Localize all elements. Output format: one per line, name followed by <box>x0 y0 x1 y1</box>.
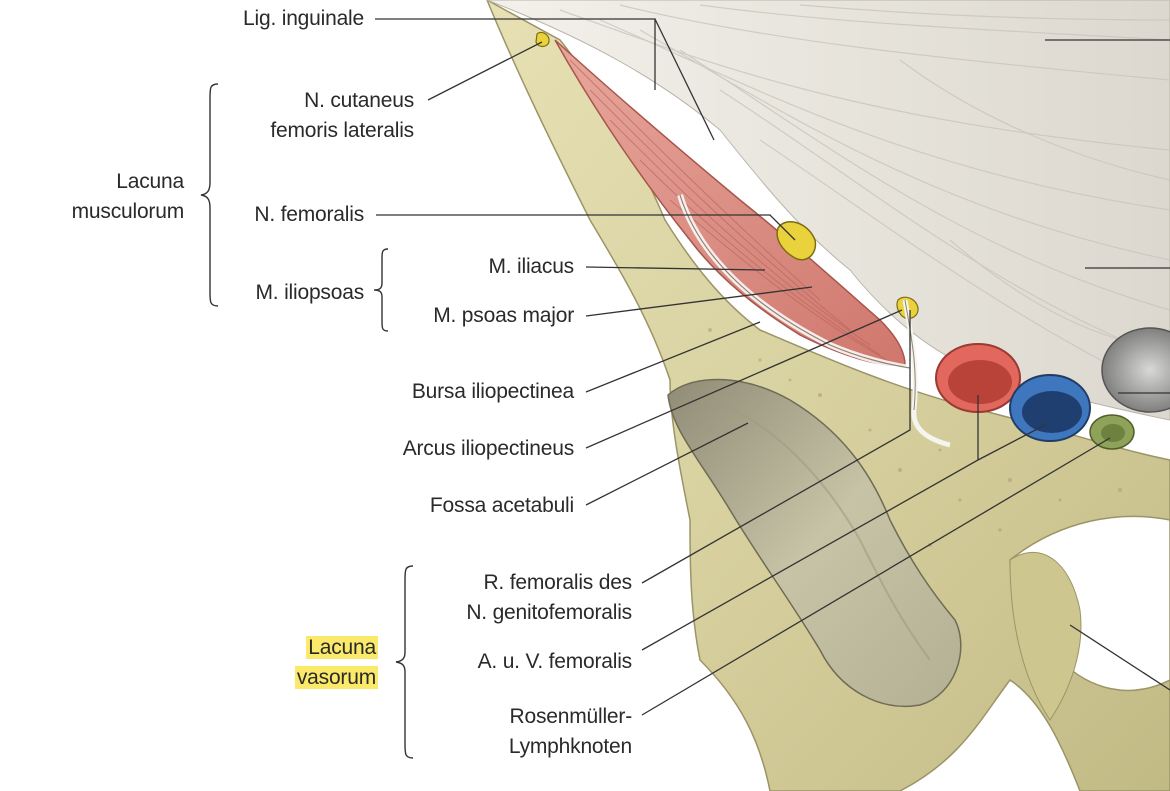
label-lacuna-musculorum-line2: musculorum <box>71 200 185 223</box>
label-lacuna-vasorum-line1: Lacuna <box>306 633 378 663</box>
brace-lacuna-vasorum <box>395 565 414 759</box>
label-m-iliopsoas: M. iliopsoas <box>255 281 365 304</box>
label-arcus-iliopectineus: Arcus iliopectineus <box>402 437 574 460</box>
label-m-iliacus: M. iliacus <box>488 255 574 278</box>
label-a-v-femoralis: A. u. V. femoralis <box>477 650 633 673</box>
label-rosenmueller-line1: Rosenmüller- <box>509 705 633 728</box>
brace-m-iliopsoas <box>373 248 389 332</box>
ligament-sheet <box>486 0 1170 421</box>
label-m-psoas-major: M. psoas major <box>433 304 574 327</box>
label-lig-inguinale: Lig. inguinale <box>243 7 364 30</box>
leader-lines <box>375 18 1170 716</box>
label-n-cutaneus-line1: N. cutaneus <box>304 89 414 112</box>
iliopsoas-muscle <box>554 39 911 371</box>
rosenmueller-lymph-node <box>1089 414 1135 450</box>
label-rosenmueller-line2: Lymphknoten <box>508 735 632 758</box>
pelvic-bone <box>486 0 1170 791</box>
label-bursa-iliopectinea: Bursa iliopectinea <box>411 380 574 403</box>
lacuna-vasorum-highlight-1: Lacuna <box>306 636 378 659</box>
lacuna-vasorum-highlight-2: vasorum <box>294 666 378 689</box>
label-n-femoralis: N. femoralis <box>254 203 364 226</box>
label-lacuna-vasorum-line2: vasorum <box>294 663 378 693</box>
label-r-femoralis-line1: R. femoralis des <box>483 571 632 594</box>
brace-lacuna-musculorum <box>200 83 219 307</box>
label-lacuna-musculorum-line1: Lacuna <box>116 170 184 193</box>
label-r-femoralis-line2: N. genitofemoralis <box>466 601 632 624</box>
label-n-cutaneus-line2: femoris lateralis <box>270 119 414 142</box>
v-femoralis <box>1009 374 1091 442</box>
fossa-acetabuli <box>667 378 962 707</box>
label-fossa-acetabuli: Fossa acetabuli <box>429 494 574 517</box>
